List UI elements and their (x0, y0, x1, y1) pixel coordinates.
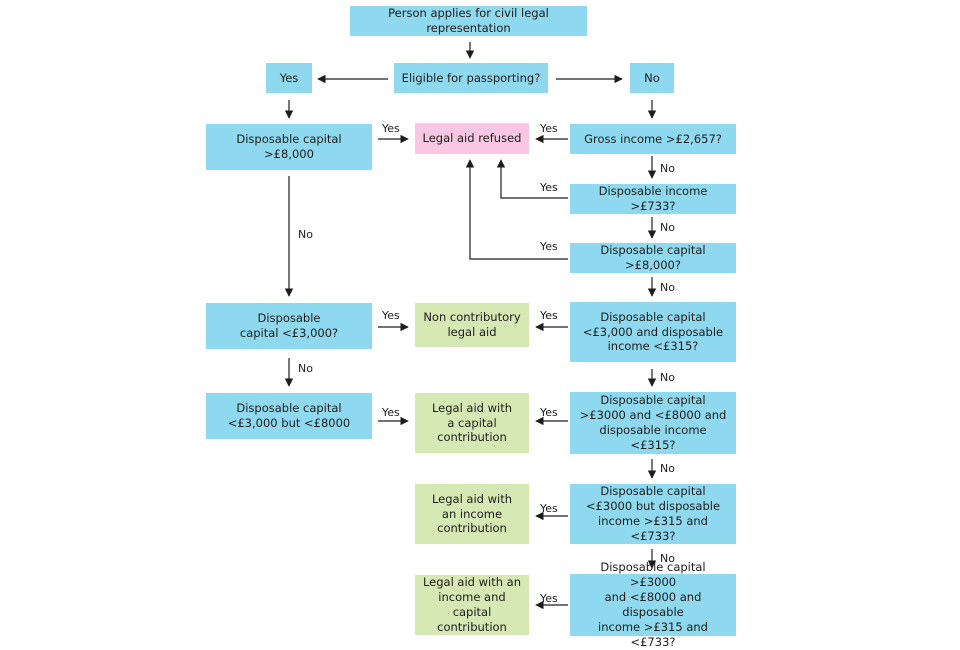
edge-label-yes: Yes (382, 309, 400, 322)
edge-label-no: No (660, 371, 675, 384)
capital-3000-8000-income-315-node: Disposable capital >£3000 and <£8000 and… (570, 392, 736, 454)
edge-label-yes: Yes (540, 309, 558, 322)
disposable-capital-3000-left-node: Disposable capital <£3,000? (206, 303, 372, 349)
gross-income-node: Gross income >£2,657? (570, 124, 736, 154)
passporting-node: Eligible for passporting? (394, 63, 548, 93)
income-and-capital-contribution-node: Legal aid with an income and capital con… (415, 575, 529, 635)
capital-contribution-node: Legal aid with a capital contribution (415, 393, 529, 453)
income-contribution-node: Legal aid with an income contribution (415, 484, 529, 544)
edge-label-yes: Yes (540, 592, 558, 605)
edge-label-yes: Yes (540, 406, 558, 419)
edge-label-no: No (298, 228, 313, 241)
edge-label-yes: Yes (540, 122, 558, 135)
capital-3000-8000-left-node: Disposable capital <£3,000 but <£8000 (206, 393, 372, 439)
capital-3000-income-315-node: Disposable capital <£3,000 and disposabl… (570, 302, 736, 362)
start-node: Person applies for civil legal represent… (350, 6, 587, 36)
arrow-disp-capital-to-refused (465, 159, 568, 260)
capital-3000-8000-income-315-733-node: Disposable capital >£3000 and <£8000 and… (570, 560, 736, 649)
non-contributory-legal-aid-node: Non contributory legal aid (415, 303, 529, 347)
edge-label-yes: Yes (540, 240, 558, 253)
capital-3000-income-315-733-node: Disposable capital <£3000 but disposable… (570, 484, 736, 544)
arrow-disp-income-to-refused (496, 159, 568, 199)
disposable-capital-8000-right-node: Disposable capital >£8,000? (570, 243, 736, 273)
edge-label-no: No (660, 552, 675, 565)
legal-aid-refused-node: Legal aid refused (415, 123, 529, 154)
edge-label-no: No (660, 281, 675, 294)
yes-node: Yes (266, 63, 312, 93)
edge-label-yes: Yes (382, 406, 400, 419)
edge-label-no: No (660, 221, 675, 234)
edge-label-no: No (660, 162, 675, 175)
disposable-capital-8000-left-node: Disposable capital >£8,000 (206, 124, 372, 170)
edge-label-yes: Yes (540, 502, 558, 515)
disposable-income-733-node: Disposable income >£733? (570, 184, 736, 214)
edge-label-yes: Yes (540, 181, 558, 194)
edge-label-no: No (660, 462, 675, 475)
edge-label-yes: Yes (382, 122, 400, 135)
no-node: No (630, 63, 674, 93)
edge-label-no: No (298, 362, 313, 375)
